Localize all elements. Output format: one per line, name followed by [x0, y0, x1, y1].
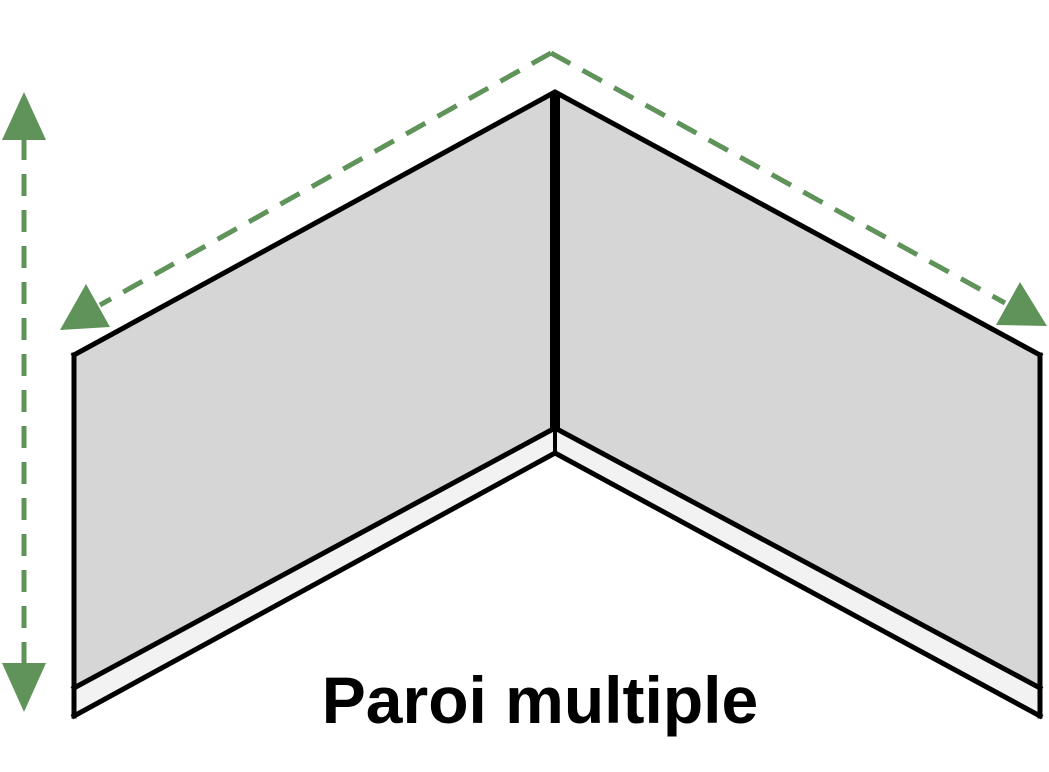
double-headed-vertical-arrow-icon: [2, 92, 46, 712]
right-width-arrow-head: [996, 282, 1047, 326]
left-width-arrow-shaft: [98, 50, 553, 308]
arrow-pointing-down-right-icon: [549, 50, 1047, 326]
right-base-strip: [555, 428, 1040, 716]
left-wall-panel: [74, 92, 555, 688]
height-arrow-head-top: [2, 92, 46, 140]
left-base-strip: [74, 428, 555, 716]
left-width-arrow-head: [60, 284, 110, 330]
diagram-caption: Paroi multiple: [321, 663, 759, 737]
right-width-arrow-shaft: [549, 50, 1007, 306]
arrow-pointing-down-left-icon: [60, 50, 553, 330]
height-arrow-head-bottom: [2, 663, 46, 712]
right-wall-panel: [555, 92, 1040, 688]
